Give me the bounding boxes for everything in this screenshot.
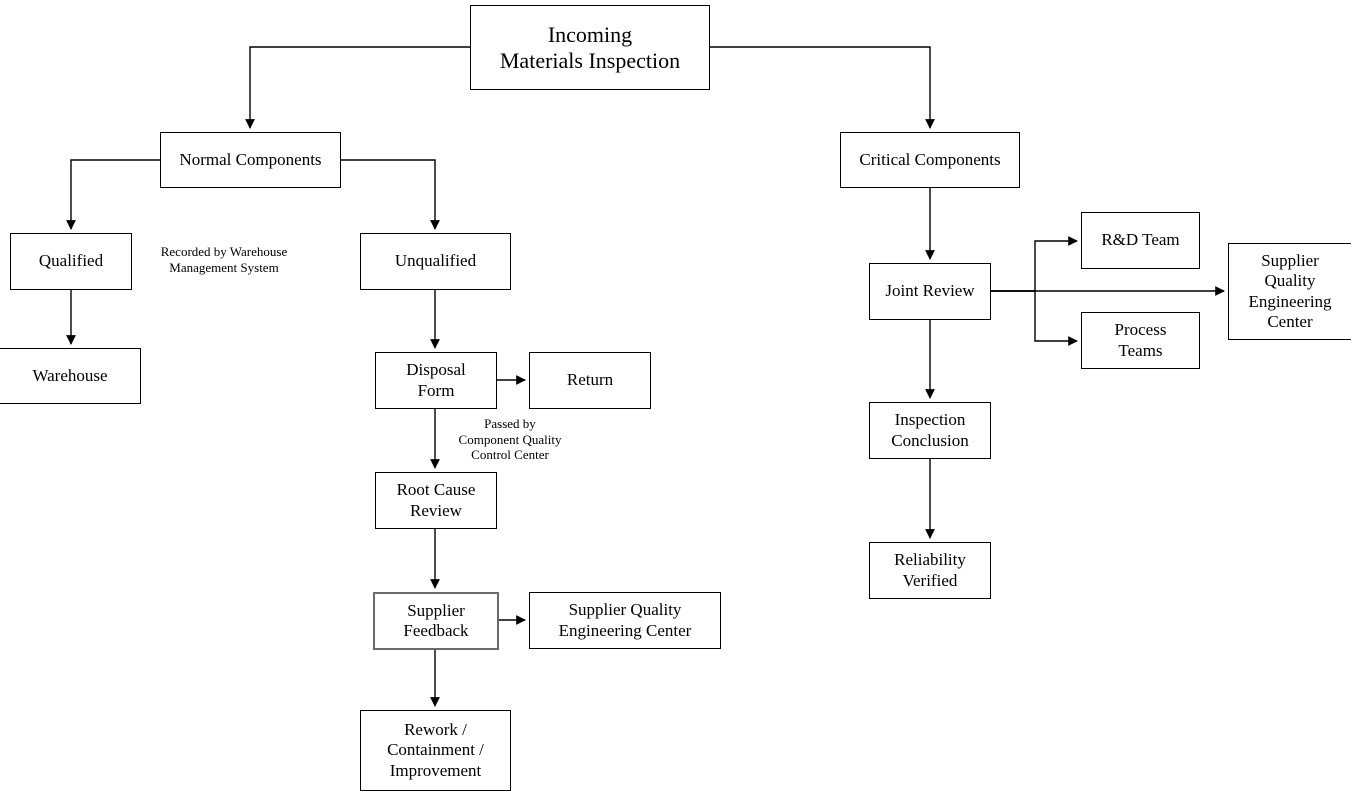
edge-normal-to-unqualified xyxy=(341,159,440,230)
node-disposal-form[interactable]: Disposal Form xyxy=(375,352,497,409)
edge-incoming-to-normal xyxy=(245,46,470,129)
node-rework-containment-improvement[interactable]: Rework / Containment / Improvement xyxy=(360,710,511,791)
node-qualified[interactable]: Qualified xyxy=(10,233,132,290)
node-incoming-materials-inspection[interactable]: Incoming Materials Inspection xyxy=(470,5,710,90)
node-supplier-quality-engineering-center-mid[interactable]: Supplier Quality Engineering Center xyxy=(529,592,721,649)
node-process-teams[interactable]: Process Teams xyxy=(1081,312,1200,369)
node-critical-components[interactable]: Critical Components xyxy=(840,132,1020,188)
node-rd-team[interactable]: R&D Team xyxy=(1081,212,1200,269)
node-unqualified[interactable]: Unqualified xyxy=(360,233,511,290)
edge-jointreview-to-rdteam xyxy=(991,236,1078,292)
node-supplier-feedback[interactable]: Supplier Feedback xyxy=(373,592,499,650)
node-supplier-quality-engineering-center-right[interactable]: Supplier Quality Engineering Center xyxy=(1228,243,1351,340)
edge-incoming-to-critical xyxy=(710,46,935,129)
node-root-cause-review[interactable]: Root Cause Review xyxy=(375,472,497,529)
node-inspection-conclusion[interactable]: Inspection Conclusion xyxy=(869,402,991,459)
edge-normal-to-qualified xyxy=(66,159,160,230)
node-reliability-verified[interactable]: Reliability Verified xyxy=(869,542,991,599)
node-warehouse[interactable]: Warehouse xyxy=(0,348,141,404)
node-joint-review[interactable]: Joint Review xyxy=(869,263,991,320)
node-return[interactable]: Return xyxy=(529,352,651,409)
edge-label-recorded-by-wms: Recorded by Warehouse Management System xyxy=(160,244,288,275)
node-normal-components[interactable]: Normal Components xyxy=(160,132,341,188)
edge-jointreview-to-processteams xyxy=(991,290,1078,346)
edge-label-passed-by-cqcc: Passed by Component Quality Control Cent… xyxy=(458,416,562,463)
